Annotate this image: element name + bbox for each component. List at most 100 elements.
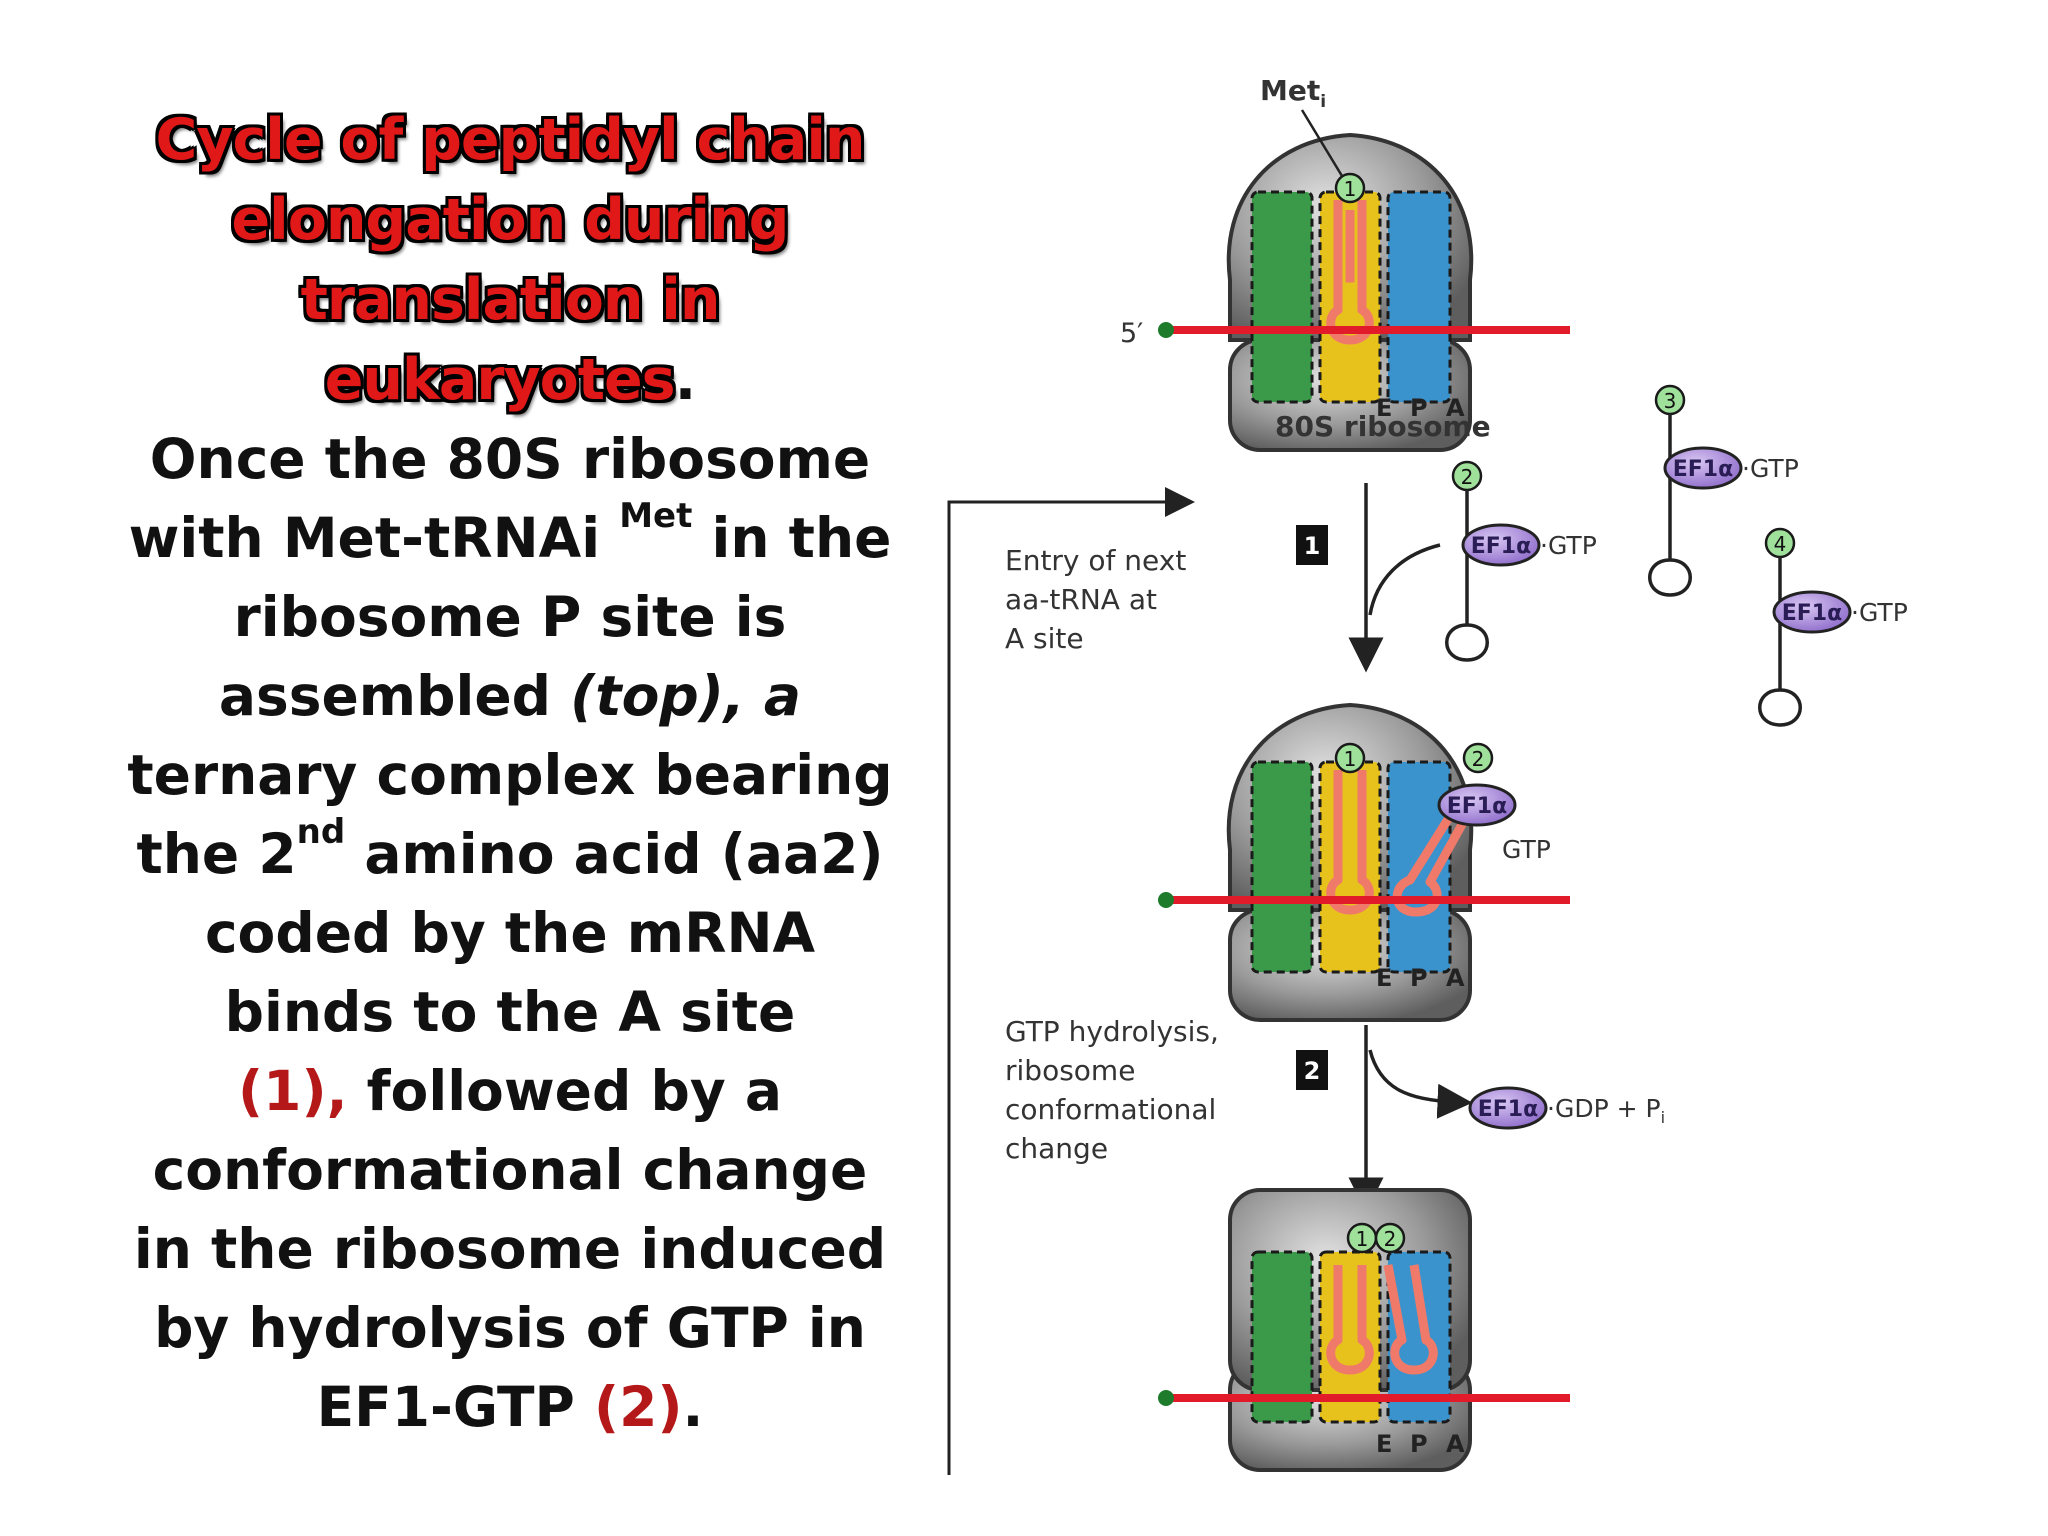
ribosome-top: E P A [1158, 132, 1570, 452]
trna-2 [1392, 797, 1474, 917]
diagram-svg: E P A 1 Meti 5′ 80S ribosome 1 Entry of … [947, 74, 1908, 1475]
site-label-a: A [1446, 394, 1465, 422]
step1-text-line: aa-tRNA at [1005, 583, 1157, 616]
circled-number: 2 [1461, 465, 1474, 489]
body-span: EF1-GTP [316, 1375, 594, 1439]
trna-1 [1326, 200, 1374, 345]
a-site [1386, 190, 1452, 404]
title-word: eukaryotes [324, 347, 676, 413]
nd-superscript: nd [296, 812, 346, 852]
trna-1 [1326, 1265, 1374, 1375]
ef-label: EF1α [1447, 794, 1507, 819]
step-ref-1: (1), [238, 1059, 348, 1123]
slide-title: Cycle of peptidyl chain elongation durin… [110, 100, 910, 420]
body-line: the 2nd amino acid (aa2) [110, 815, 910, 894]
step1-badge [1296, 525, 1328, 565]
body-span: the 2 [136, 822, 297, 886]
circled-number: 4 [1774, 532, 1787, 556]
body-text: Once the 80S ribosome with Met-tRNAi Met… [110, 420, 910, 1447]
site-label-a: A [1446, 1430, 1465, 1458]
ef-label: EF1α [1782, 601, 1842, 626]
mrna-5prime-dot [1158, 322, 1174, 338]
site-label-e: E [1376, 394, 1392, 422]
step2-text-line: conformational [1005, 1093, 1216, 1126]
met-superscript: Met [619, 496, 693, 536]
circled-number: 3 [1664, 389, 1677, 413]
title-line-2: elongation during [231, 187, 790, 253]
circled-number: 1 [1344, 177, 1357, 201]
ternary-complex-2: 2 EF1α ·GTP [1445, 460, 1597, 662]
site-label-p: P [1410, 1430, 1428, 1458]
ternary-complex-3: 3 EF1α ·GTP [1648, 384, 1799, 597]
title-line-1: Cycle of peptidyl chain [155, 107, 866, 173]
step1-curve [1368, 543, 1441, 616]
met-pointer [1300, 109, 1344, 177]
body-line: coded by the mRNA [204, 901, 816, 965]
body-line: (1), followed by a [110, 1052, 910, 1131]
step2-release-arrow [1368, 1049, 1473, 1119]
circled-number: 2 [1384, 1227, 1397, 1251]
title-period: . [674, 347, 697, 413]
circled-number: 1 [1356, 1227, 1369, 1251]
cycle-return-arrow [947, 487, 1195, 1475]
p-site [1318, 760, 1382, 974]
ef-label: EF1α [1673, 457, 1733, 482]
gtp-label: ·GTP [1742, 454, 1799, 483]
site-label-p: P [1410, 394, 1428, 422]
circled-1-bottom: 1 [1346, 1222, 1378, 1254]
ef1a-bound: EF1α [1437, 783, 1517, 827]
body-span: with Met-tRNAi [128, 506, 620, 570]
ef1a-released: EF1α [1468, 1086, 1548, 1130]
ribosome-bottom: E P A [1158, 1188, 1570, 1472]
ef-label: EF1α [1478, 1097, 1538, 1122]
five-prime-label: 5′ [1120, 318, 1143, 349]
text-panel: Cycle of peptidyl chain elongation durin… [110, 100, 910, 1447]
circled-2-middle: 2 [1462, 742, 1494, 774]
body-span: . [682, 1375, 704, 1439]
body-line: Once the 80S ribosome [149, 427, 871, 491]
circled-2-bottom: 2 [1374, 1222, 1406, 1254]
site-label-a: A [1446, 964, 1465, 992]
step2-badge [1296, 1050, 1328, 1090]
e-site [1250, 760, 1314, 974]
elongation-diagram: E P A 1 Meti 5′ 80S ribosome 1 Entry of … [930, 40, 2030, 1500]
circled-1-top: 1 [1334, 172, 1366, 204]
circled-1-middle: 1 [1334, 742, 1366, 774]
step2-text-line: GTP hydrolysis, [1005, 1015, 1219, 1048]
gtp-label: GTP [1502, 835, 1551, 864]
body-span: followed by a [347, 1059, 782, 1123]
step1-text-line: Entry of next [1005, 544, 1186, 577]
step-ref-2: (2) [593, 1375, 683, 1439]
gdp-label: ·GDP + Pi [1547, 1094, 1665, 1127]
trna-1 [1326, 770, 1374, 915]
body-line: EF1-GTP (2). [110, 1368, 910, 1447]
mrna-5prime-dot [1158, 1390, 1174, 1406]
gtp-label: ·GTP [1540, 531, 1597, 560]
gtp-label: ·GTP [1851, 598, 1908, 627]
title-line-3: translation in [300, 267, 721, 333]
ef-label: EF1α [1471, 534, 1531, 559]
mrna-5prime-dot [1158, 892, 1174, 908]
circled-number: 2 [1472, 747, 1485, 771]
body-span: assembled [218, 664, 571, 728]
body-line: binds to the A site [224, 980, 796, 1044]
site-label-e: E [1376, 964, 1392, 992]
body-line: assembled (top), a [110, 657, 910, 736]
e-site [1250, 1250, 1314, 1424]
site-label-e: E [1376, 1430, 1392, 1458]
body-line: ribosome P site is [233, 585, 787, 649]
ribosome-middle: E P A [1158, 702, 1570, 1022]
body-line: ternary complex bearing [127, 743, 893, 807]
step1-text-line: A site [1005, 622, 1084, 655]
body-span: in the [692, 506, 892, 570]
ternary-complex-4: 4 EF1α ·GTP [1758, 527, 1908, 727]
step2-text-line: change [1005, 1132, 1108, 1165]
trna-2 [1383, 1264, 1438, 1375]
title-line-4: eukaryotes. [110, 340, 910, 420]
ribosome-label: 80S ribosome [1275, 410, 1491, 443]
step2-text-line: ribosome [1005, 1054, 1135, 1087]
body-span: amino acid (aa2) [345, 822, 884, 886]
step1-number: 1 [1304, 532, 1321, 560]
site-label-p: P [1410, 964, 1428, 992]
a-site [1386, 1250, 1452, 1424]
